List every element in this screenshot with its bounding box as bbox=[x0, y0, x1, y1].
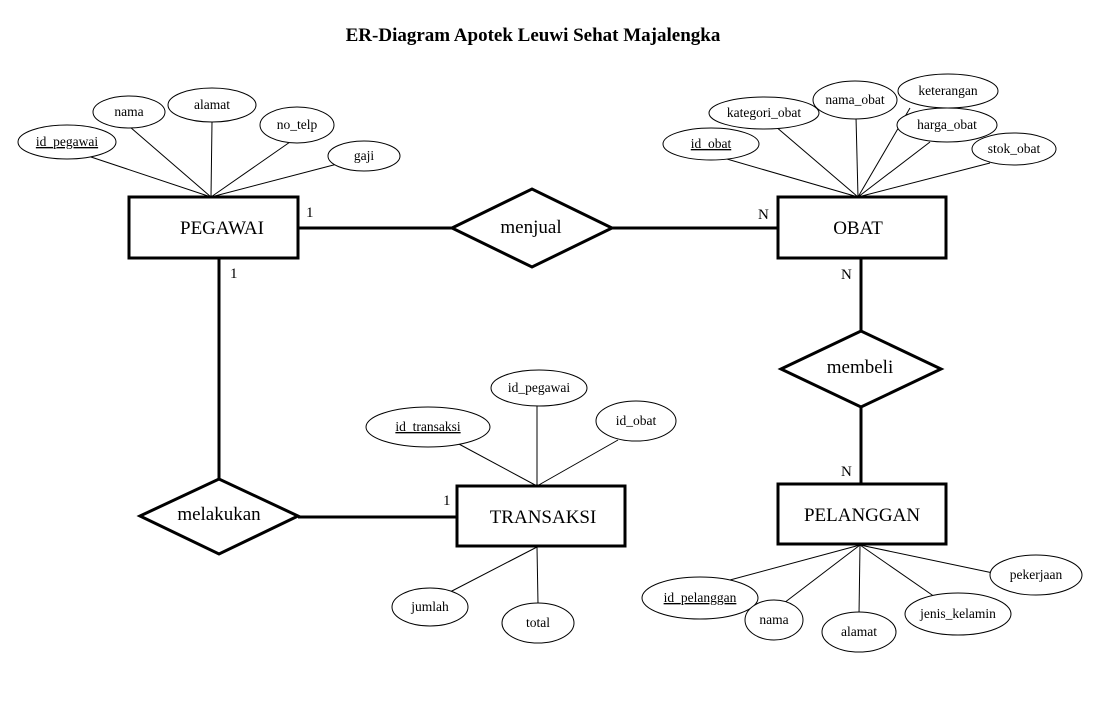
attribute-jenis-kelamin: jenis_kelamin bbox=[904, 592, 1012, 636]
attribute-id-pegawai-fk: id_pegawai bbox=[490, 369, 588, 407]
attribute-label: harga_obat bbox=[917, 117, 977, 132]
attribute-alamat: alamat bbox=[167, 87, 257, 123]
cardinality-obat-menjual: N bbox=[758, 207, 769, 223]
line-attr-obat-kategori bbox=[774, 125, 859, 198]
entity-label: PELANGGAN bbox=[804, 505, 920, 526]
attribute-pekerjaan: pekerjaan bbox=[989, 554, 1083, 596]
relationship-lines bbox=[217, 226, 863, 519]
attribute-label: id_obat bbox=[691, 136, 732, 151]
attribute-total: total bbox=[501, 602, 575, 644]
line-attr-pelanggan-nama bbox=[783, 544, 861, 604]
entity-obat: OBAT bbox=[776, 195, 948, 260]
relationship-menjual: menjual bbox=[448, 187, 616, 269]
relationship-melakukan: melakukan bbox=[136, 477, 302, 556]
cardinality-pelanggan-membeli: N bbox=[841, 464, 852, 480]
line-attr-pegawai-notelp bbox=[210, 141, 291, 198]
attribute-id-pelanggan: id_pelanggan bbox=[641, 576, 759, 620]
entity-box bbox=[455, 484, 627, 548]
attribute-label: no_telp bbox=[277, 117, 318, 132]
attribute-jumlah: jumlah bbox=[391, 587, 469, 627]
line-attr-transaksi-idobat bbox=[536, 439, 619, 487]
attribute-label: alamat bbox=[841, 624, 877, 639]
attribute-label: jenis_kelamin bbox=[919, 606, 996, 621]
line-attr-transaksi-id bbox=[456, 442, 538, 487]
entity-pegawai: PEGAWAI bbox=[127, 195, 300, 260]
attribute-label: nama_obat bbox=[825, 92, 884, 107]
entity-pelanggan: PELANGGAN bbox=[776, 482, 948, 546]
attribute-label: alamat bbox=[194, 97, 230, 112]
attribute-harga-obat: harga_obat bbox=[896, 107, 998, 143]
relationship-label: menjual bbox=[500, 217, 561, 238]
line-attr-pegawai-alamat bbox=[210, 121, 213, 198]
attribute-label: id_pegawai bbox=[508, 380, 570, 395]
line-attr-transaksi-jumlah bbox=[449, 546, 538, 593]
diagram-title: ER-Diagram Apotek Leuwi Sehat Majalengka bbox=[346, 25, 721, 46]
line-attr-transaksi-total bbox=[536, 546, 539, 605]
line-attr-obat-stok bbox=[857, 162, 991, 198]
relationship-diamond bbox=[777, 329, 945, 409]
attribute-lines bbox=[84, 107, 994, 616]
attribute-id-pegawai: id_pegawai bbox=[17, 124, 117, 160]
line-attr-obat-harga bbox=[857, 141, 931, 198]
entity-transaksi: TRANSAKSI bbox=[455, 484, 627, 548]
attribute-nama-obat: nama_obat bbox=[812, 80, 898, 120]
cardinality-pegawai-melakukan: 1 bbox=[230, 266, 238, 282]
line-attr-pelanggan-jeniskelamin bbox=[859, 544, 936, 598]
line-attr-pelanggan-alamat bbox=[858, 544, 861, 616]
attribute-label: keterangan bbox=[918, 83, 977, 98]
attribute-gaji: gaji bbox=[327, 140, 401, 172]
line-attr-obat-id bbox=[719, 156, 859, 198]
entity-box bbox=[776, 482, 948, 546]
relationship-membeli: membeli bbox=[777, 329, 945, 409]
line-attr-pegawai-nama bbox=[129, 126, 212, 198]
attribute-label: jumlah bbox=[410, 599, 449, 614]
cardinality-obat-membeli: N bbox=[841, 267, 852, 283]
attribute-id-transaksi: id_transaksi bbox=[365, 406, 491, 448]
attribute-label: gaji bbox=[354, 148, 374, 163]
relationship-diamond bbox=[448, 187, 616, 269]
line-attr-pegawai-gaji bbox=[210, 161, 346, 198]
entity-label: OBAT bbox=[833, 218, 883, 239]
attribute-nama: nama bbox=[92, 95, 166, 129]
entity-label: TRANSAKSI bbox=[490, 507, 597, 528]
attribute-label: stok_obat bbox=[988, 141, 1041, 156]
entity-box bbox=[776, 195, 948, 260]
attribute-label: nama bbox=[114, 104, 143, 119]
attribute-no-telp: no_telp bbox=[259, 106, 335, 144]
attribute-label: kategori_obat bbox=[727, 105, 801, 120]
attribute-label: id_transaksi bbox=[395, 419, 460, 434]
attribute-label: pekerjaan bbox=[1010, 567, 1063, 582]
attribute-label: id_pegawai bbox=[36, 134, 98, 149]
line-attr-obat-nama bbox=[855, 116, 859, 198]
entity-label: PEGAWAI bbox=[180, 218, 264, 239]
attribute-stok-obat: stok_obat bbox=[971, 132, 1057, 166]
attribute-id-obat-fk: id_obat bbox=[595, 400, 677, 442]
entity-box bbox=[127, 195, 300, 260]
relationship-label: melakukan bbox=[177, 504, 261, 525]
cardinality-transaksi-melakukan: 1 bbox=[443, 493, 451, 509]
attribute-label: id_obat bbox=[616, 413, 657, 428]
line-attr-pegawai-id bbox=[84, 154, 212, 198]
line-attr-pelanggan-pekerjaan bbox=[859, 544, 994, 574]
attribute-label: total bbox=[526, 615, 550, 630]
relationship-diamond bbox=[136, 477, 302, 556]
attribute-keterangan: keterangan bbox=[897, 73, 999, 109]
attribute-label: nama bbox=[759, 612, 788, 627]
attribute-alamat-pelanggan: alamat bbox=[821, 611, 897, 653]
attribute-nama-pelanggan: nama bbox=[744, 599, 804, 641]
attribute-id-obat: id_obat bbox=[662, 127, 760, 161]
line-attr-pelanggan-id bbox=[714, 544, 861, 585]
relationship-label: membeli bbox=[827, 357, 893, 378]
attribute-kategori-obat: kategori_obat bbox=[708, 96, 820, 130]
attribute-label: id_pelanggan bbox=[664, 590, 737, 605]
cardinality-pegawai-menjual: 1 bbox=[306, 205, 314, 221]
